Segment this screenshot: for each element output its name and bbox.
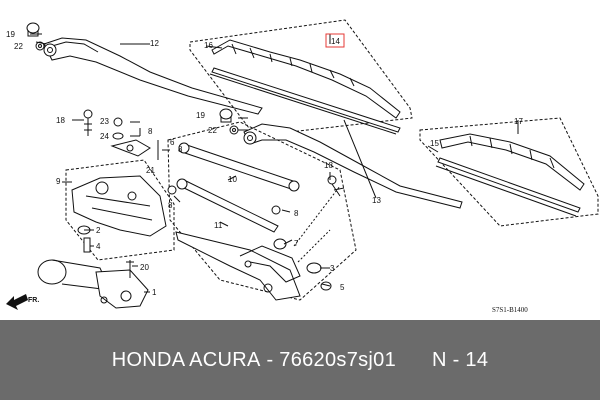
caption-brand: HONDA ACURA <box>111 348 261 371</box>
front-direction-arrow: FR. <box>6 294 39 310</box>
callout-17: 17 <box>514 117 523 126</box>
callout-13: 13 <box>372 196 381 205</box>
callout-23: 23 <box>100 117 109 126</box>
callout-14: 14 <box>331 37 340 46</box>
callout-22: 22 <box>14 42 23 51</box>
cap-7 <box>273 238 287 250</box>
bolt-20 <box>126 260 134 278</box>
nut-23 <box>113 117 123 127</box>
nut-8-a <box>167 185 177 195</box>
callout-9: 9 <box>56 177 61 186</box>
caption-part-number: 76620s7sj01 <box>279 348 397 371</box>
link-rod-11 <box>176 178 279 233</box>
nut-22-top <box>35 41 45 51</box>
front-direction-label: FR. <box>28 297 39 304</box>
callout-7: 7 <box>294 239 299 248</box>
caption-dash: - <box>266 348 274 371</box>
callout-18: 18 <box>56 116 65 125</box>
callout-3: 3 <box>330 264 335 273</box>
linkage-box <box>167 121 357 301</box>
callout-15: 15 <box>430 139 439 148</box>
callout-1: 1 <box>152 288 157 297</box>
callout-8d: 8 <box>178 145 183 154</box>
wiper-blade-16 <box>211 39 401 119</box>
callout-8c: 8 <box>294 209 299 218</box>
callout-24: 24 <box>100 132 109 141</box>
wiper-motor-1 <box>37 259 149 309</box>
grommet-3 <box>306 262 322 274</box>
callout-11: 11 <box>214 221 223 230</box>
blade-rubber-15 <box>209 67 401 135</box>
cap-19-mid <box>219 108 233 123</box>
callout-18b: 18 <box>324 161 333 170</box>
caption-position: N - 14 <box>432 348 489 371</box>
callout-4: 4 <box>96 242 101 251</box>
blade-box-14 <box>189 19 413 137</box>
callout-5: 5 <box>340 283 345 292</box>
callout-12: 12 <box>150 39 159 48</box>
blade-box-17 <box>419 117 599 227</box>
callout-6: 6 <box>170 138 175 147</box>
nut-22-mid <box>229 125 239 135</box>
bolt-18-left <box>83 109 93 136</box>
callout-22b: 22 <box>208 126 217 135</box>
callout-2: 2 <box>96 226 101 235</box>
pivot-link <box>110 139 151 157</box>
blade-rubber-15b <box>435 157 581 217</box>
wiper-blade-17 <box>439 133 585 191</box>
motor-bracket <box>71 175 167 237</box>
diagram-code: S7S1-B1400 <box>492 306 528 314</box>
wiper-arm-13 <box>243 123 463 209</box>
link-rod-10 <box>178 142 300 192</box>
washer-24 <box>112 132 124 140</box>
bracket-box-9 <box>65 159 175 261</box>
cap-19-top <box>26 22 40 37</box>
callout-14-highlight <box>325 33 345 48</box>
callout-20: 20 <box>140 263 149 272</box>
callout-19b: 19 <box>196 111 205 120</box>
callout-8a: 8 <box>148 127 153 136</box>
parts-diagram: FR. 19 22 12 16 14 19 22 17 15 13 18 23 … <box>6 19 599 314</box>
callout-10: 10 <box>228 175 237 184</box>
wiper-arm-12 <box>43 37 263 115</box>
callout-21: 21 <box>146 166 155 175</box>
nut-8-b <box>271 205 281 215</box>
callouts: 19 22 12 16 14 19 22 17 15 13 18 23 24 8… <box>6 30 523 297</box>
callout-19: 19 <box>6 30 15 39</box>
linkage-frame <box>175 231 301 301</box>
callout-16: 16 <box>204 41 213 50</box>
caption-bar: HONDA ACURA - 76620s7sj01 N - 14 <box>0 320 600 400</box>
bolt-4 <box>83 237 91 253</box>
callout-8b: 8 <box>168 201 173 210</box>
